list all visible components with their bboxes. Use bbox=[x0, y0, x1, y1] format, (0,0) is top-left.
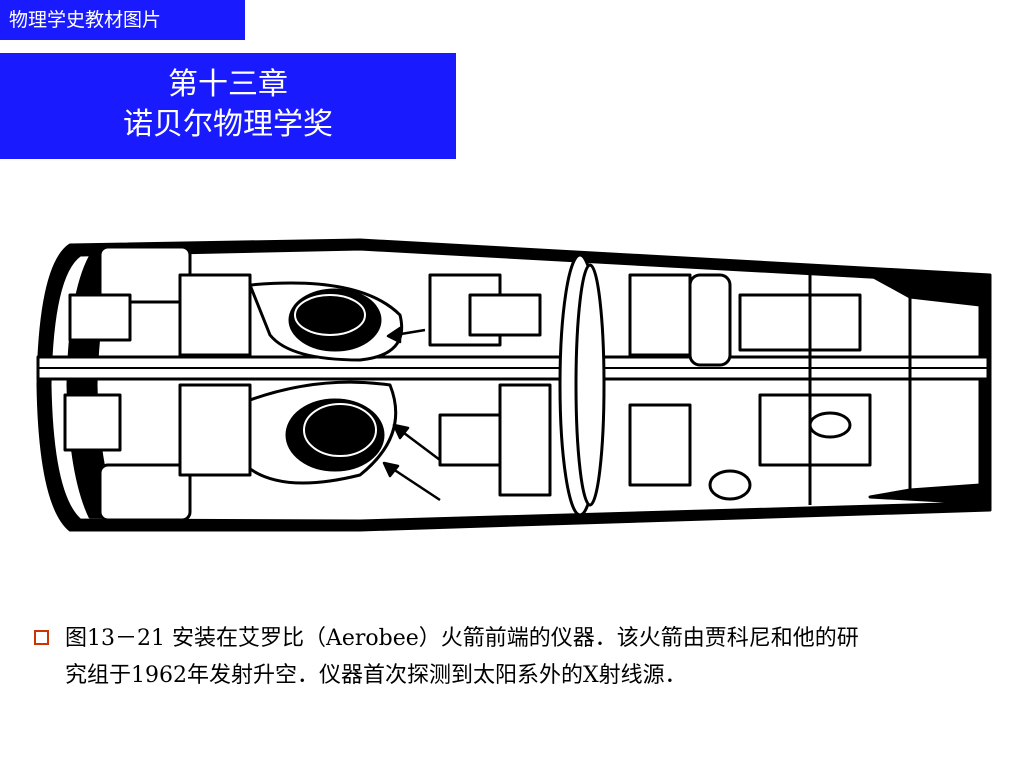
page-title: 诺贝尔物理学奖 bbox=[123, 107, 333, 142]
figure-caption: 图13－21 安装在艾罗比（Aerobee）火箭前端的仪器．该火箭由贾科尼和他的… bbox=[34, 620, 864, 694]
caption-text: 图13－21 安装在艾罗比（Aerobee）火箭前端的仪器．该火箭由贾科尼和他的… bbox=[65, 626, 859, 688]
title-banner: 第十三章 诺贝尔物理学奖 bbox=[0, 53, 456, 159]
course-tag: 物理学史教材图片 bbox=[0, 0, 245, 40]
rocket-instrument-illustration bbox=[36, 238, 992, 532]
bullet-square-icon bbox=[34, 630, 49, 645]
chapter-title: 第十三章 bbox=[168, 67, 288, 102]
